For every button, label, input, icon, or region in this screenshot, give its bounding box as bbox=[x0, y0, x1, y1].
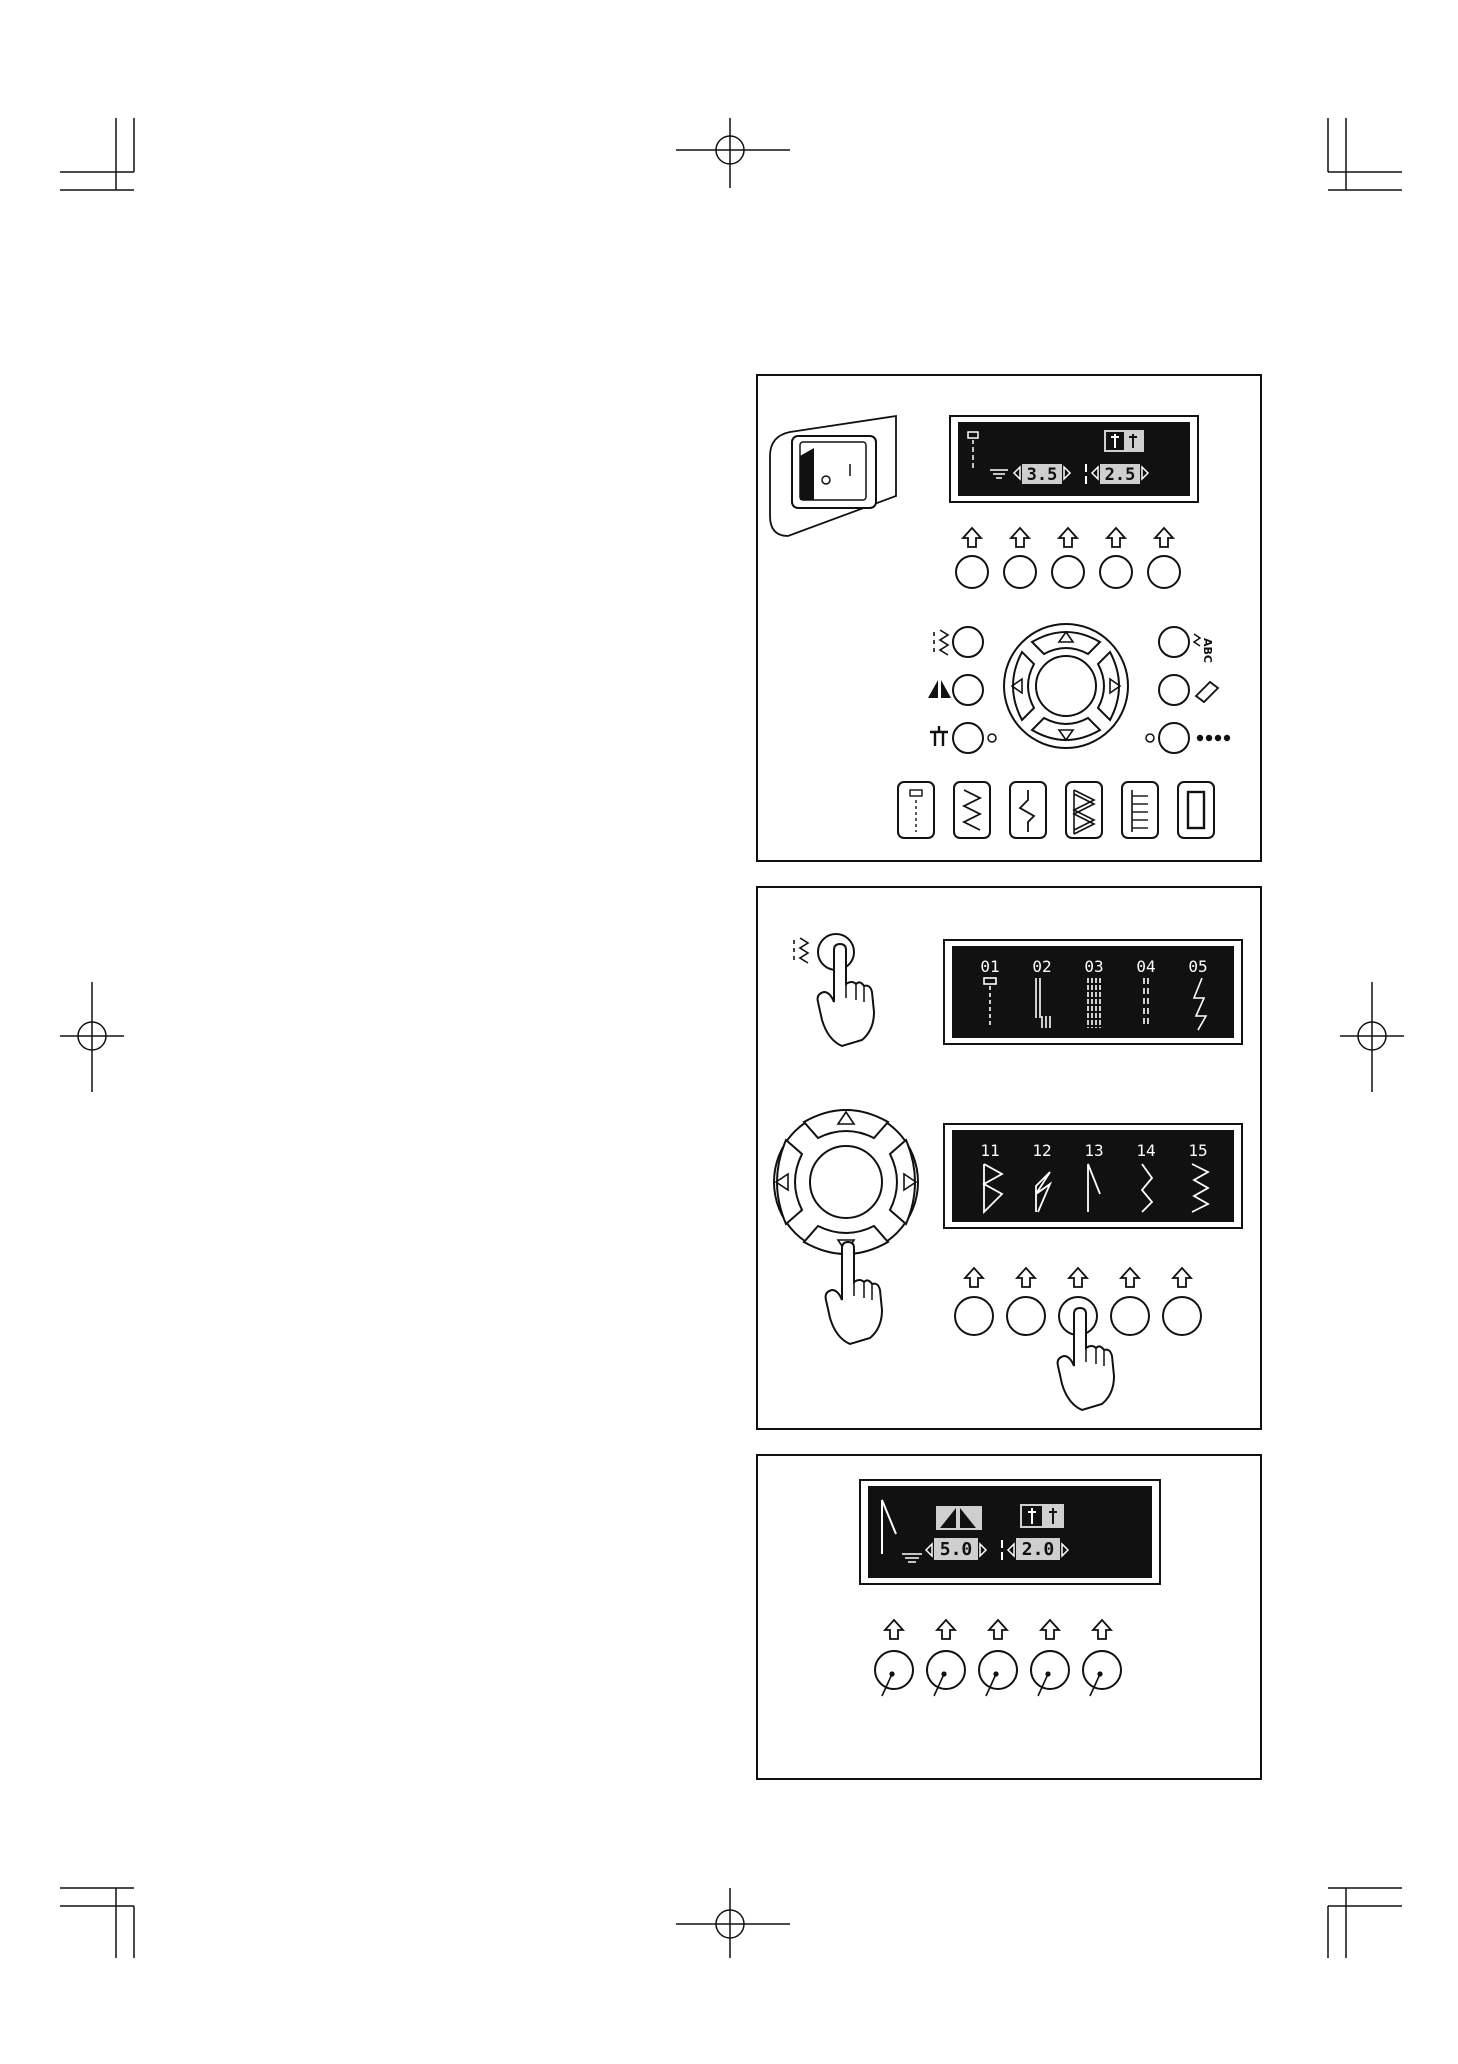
pattern-triple-zigzag-button[interactable] bbox=[1066, 782, 1102, 838]
mode-button[interactable] bbox=[953, 627, 983, 657]
pattern-number-15: 15 bbox=[1188, 1141, 1207, 1160]
function-button-2[interactable] bbox=[927, 1651, 965, 1696]
function-button-1[interactable] bbox=[875, 1651, 913, 1696]
up-arrow-icon bbox=[1107, 528, 1125, 547]
mode-zigzag-icon bbox=[794, 938, 808, 963]
pattern-straight-button[interactable] bbox=[898, 782, 934, 838]
svg-text:ABC: ABC bbox=[1201, 638, 1214, 663]
lcd-screen-1: 01 02 03 04 05 bbox=[944, 940, 1242, 1044]
pattern-buttonhole-button[interactable] bbox=[1178, 782, 1214, 838]
length-value: 2.5 bbox=[1105, 465, 1136, 485]
lcd-display: 5.0 2.0 bbox=[860, 1480, 1160, 1584]
nav-center-button[interactable] bbox=[1036, 656, 1096, 716]
function-button-5[interactable] bbox=[1163, 1297, 1201, 1335]
up-arrow-icon bbox=[1069, 1268, 1087, 1287]
function-button-1[interactable] bbox=[956, 556, 988, 588]
needle-stop-icon bbox=[930, 726, 948, 746]
mirror-icon bbox=[928, 680, 951, 698]
function-button-3[interactable] bbox=[1052, 556, 1084, 588]
function-button-2[interactable] bbox=[1007, 1297, 1045, 1335]
function-button-2[interactable] bbox=[1004, 556, 1036, 588]
up-arrow-icon bbox=[1121, 1268, 1139, 1287]
lettering-button[interactable] bbox=[1159, 627, 1189, 657]
function-button-3[interactable] bbox=[979, 1651, 1017, 1696]
function-button-4[interactable] bbox=[1100, 556, 1132, 588]
memory-dots-icon bbox=[1197, 735, 1230, 741]
pattern-number-11: 11 bbox=[980, 1141, 999, 1160]
lettering-abc-icon: ABC bbox=[1194, 634, 1214, 663]
up-arrow-icon bbox=[1041, 1620, 1059, 1639]
width-value: 5.0 bbox=[940, 1539, 973, 1560]
pattern-number-14: 14 bbox=[1136, 1141, 1155, 1160]
pattern-number-05: 05 bbox=[1188, 957, 1207, 976]
power-switch[interactable] bbox=[770, 416, 896, 536]
up-arrow-icon bbox=[989, 1620, 1007, 1639]
pattern-number-02: 02 bbox=[1032, 957, 1051, 976]
mirror-button[interactable] bbox=[953, 675, 983, 705]
nav-center-button[interactable] bbox=[810, 1146, 882, 1218]
function-button-5[interactable] bbox=[1083, 1651, 1121, 1696]
function-buttons-row bbox=[956, 528, 1180, 588]
lcd-display: 3.5 2.5 bbox=[950, 416, 1198, 502]
up-arrow-icon bbox=[1155, 528, 1173, 547]
mode-zigzag-icon bbox=[934, 630, 948, 655]
function-button-4[interactable] bbox=[1031, 1651, 1069, 1696]
pattern-number-01: 01 bbox=[980, 957, 999, 976]
up-arrow-icon bbox=[885, 1620, 903, 1639]
function-button-4[interactable] bbox=[1111, 1297, 1149, 1335]
up-arrow-icon bbox=[1093, 1620, 1111, 1639]
pattern-zigzag-button[interactable] bbox=[954, 782, 990, 838]
needle-stop-button[interactable] bbox=[953, 723, 983, 753]
needle-position-icon bbox=[1020, 1504, 1064, 1528]
pattern-number-03: 03 bbox=[1084, 957, 1103, 976]
eraser-icon bbox=[1196, 682, 1218, 702]
function-button-1[interactable] bbox=[955, 1297, 993, 1335]
up-arrow-icon bbox=[965, 1268, 983, 1287]
clear-button[interactable] bbox=[1159, 675, 1189, 705]
pattern-buttons bbox=[898, 782, 1214, 838]
memory-indicator bbox=[1146, 734, 1154, 742]
pattern-blind-button[interactable] bbox=[1010, 782, 1046, 838]
pattern-selection-steps: 01 02 03 04 05 bbox=[756, 886, 1262, 1430]
up-arrow-icon bbox=[1017, 1268, 1035, 1287]
up-arrow-icon bbox=[1059, 528, 1077, 547]
up-arrow-icon bbox=[937, 1620, 955, 1639]
width-value: 3.5 bbox=[1027, 465, 1058, 485]
control-panel-overview: 3.5 2.5 bbox=[756, 374, 1262, 862]
function-button-5[interactable] bbox=[1148, 556, 1180, 588]
up-arrow-icon bbox=[1011, 528, 1029, 547]
navigation-pad bbox=[774, 1110, 918, 1254]
pattern-number-12: 12 bbox=[1032, 1141, 1051, 1160]
length-value: 2.0 bbox=[1022, 1539, 1055, 1560]
pattern-number-13: 13 bbox=[1084, 1141, 1103, 1160]
needle-position-icon bbox=[1104, 430, 1144, 452]
pattern-satin-button[interactable] bbox=[1122, 782, 1158, 838]
needle-stop-indicator bbox=[988, 734, 996, 742]
pattern-number-04: 04 bbox=[1136, 957, 1155, 976]
function-buttons-row bbox=[875, 1620, 1121, 1696]
up-arrow-icon bbox=[1173, 1268, 1191, 1287]
mirror-icon bbox=[936, 1506, 982, 1530]
adjust-settings-panel: 5.0 2.0 bbox=[756, 1454, 1262, 1780]
lcd-screen-2: 11 12 13 14 15 bbox=[944, 1124, 1242, 1228]
finger-press-icon bbox=[826, 1242, 882, 1344]
memory-button[interactable] bbox=[1159, 723, 1189, 753]
up-arrow-icon bbox=[963, 528, 981, 547]
navigation-pad bbox=[1004, 624, 1128, 748]
